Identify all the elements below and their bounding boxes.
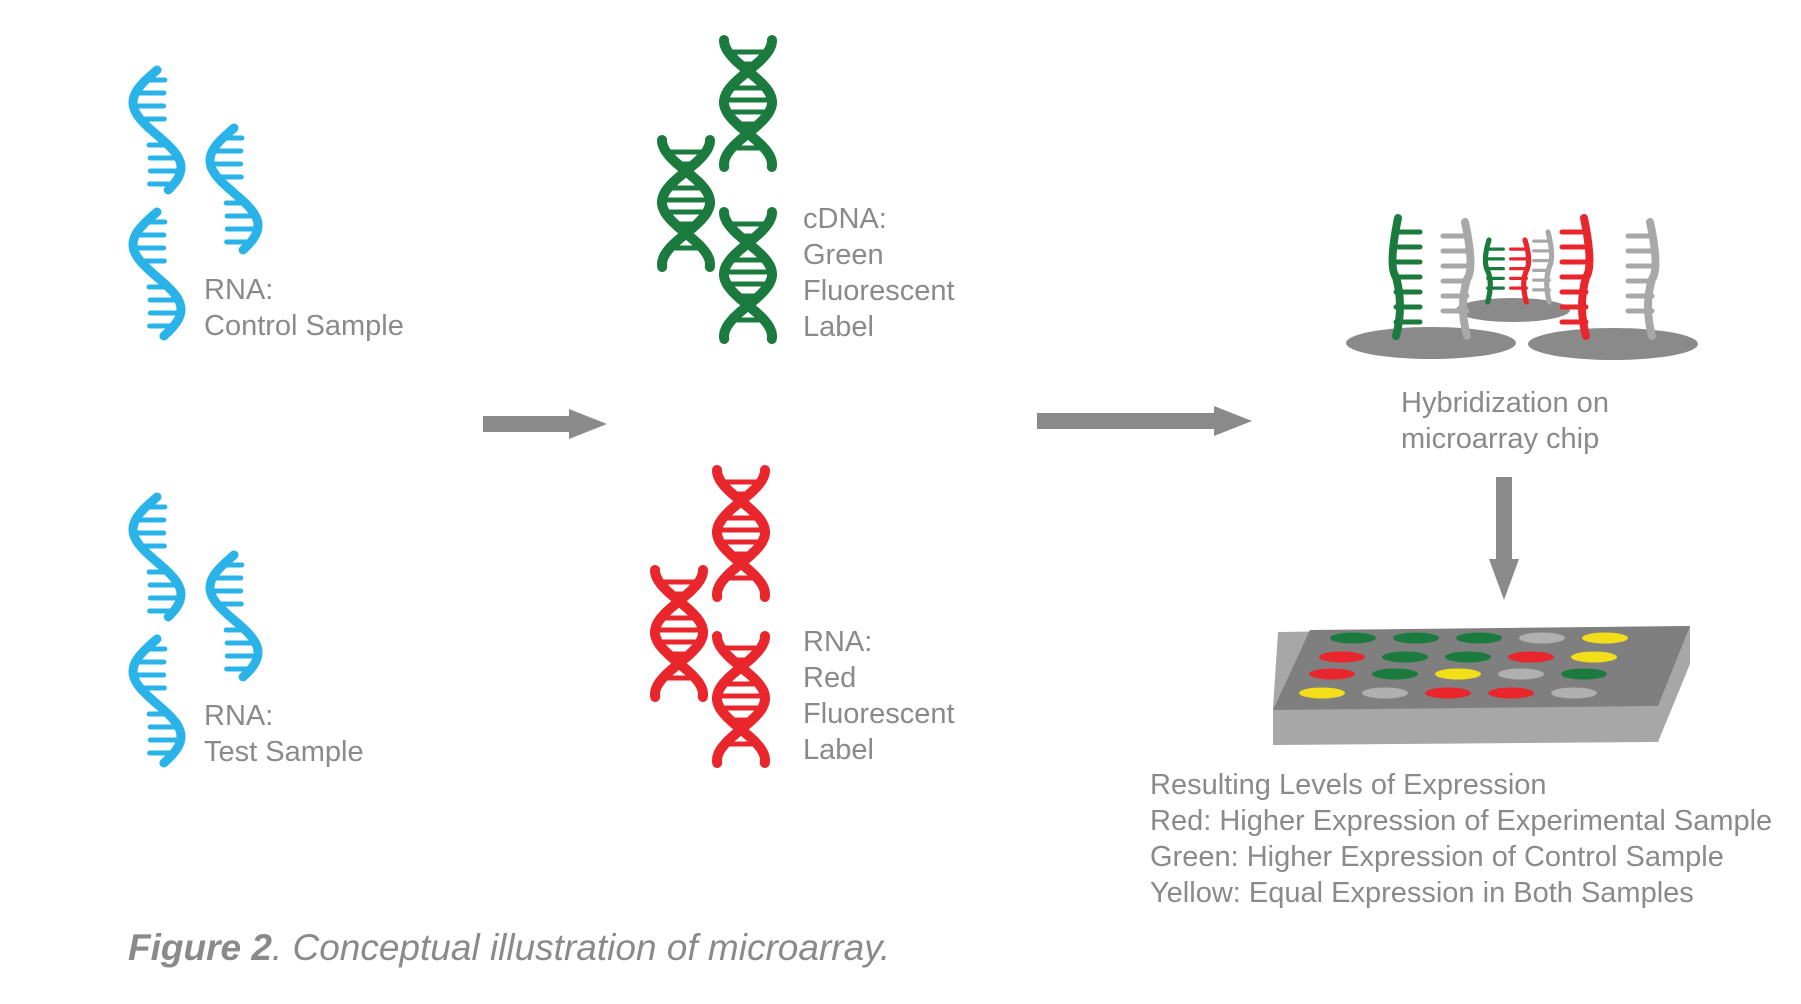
array-spot (1508, 651, 1554, 663)
arrow-to-results (1489, 477, 1519, 600)
array-spot (1372, 668, 1418, 680)
helix-group (128, 35, 778, 768)
arrow-to-labeling (483, 409, 607, 439)
green-dna-helix-2 (656, 135, 716, 272)
probe-gray-strand-2 (1625, 218, 1660, 340)
rna-red-label: RNA: Red Fluorescent Label (803, 626, 955, 766)
green-dna-helix-3 (718, 207, 778, 344)
chip-spot-left (1346, 327, 1516, 359)
rna-control-strand-1 (128, 65, 186, 195)
array-spot (1393, 632, 1439, 644)
arrow-group (483, 406, 1519, 600)
array-spot (1435, 668, 1481, 680)
probe-green-strand (1388, 214, 1423, 340)
array-spot (1561, 668, 1607, 680)
array-spot (1445, 651, 1491, 663)
red-dna-helix-1 (711, 465, 771, 602)
red-dna-helix-2 (649, 565, 709, 702)
array-spot (1425, 687, 1471, 699)
red-dna-helix-3 (711, 631, 771, 768)
probe-green-small-strand (1482, 237, 1505, 305)
green-dna-helix-1 (718, 35, 778, 172)
chip-spot-right (1528, 328, 1698, 360)
probe-red-strand (1559, 214, 1594, 340)
arrow-to-hybridization (1037, 406, 1252, 436)
chip-spot-back (1456, 298, 1570, 322)
control-sample-label: RNA: Control Sample (204, 274, 404, 342)
array-spot (1519, 632, 1565, 644)
test-sample-label: RNA: Test Sample (204, 700, 364, 768)
array-spot (1456, 632, 1502, 644)
probe-gray-strand-1 (1440, 218, 1475, 340)
array-spot (1551, 687, 1597, 699)
array-spot (1488, 687, 1534, 699)
array-spot (1582, 632, 1628, 644)
array-spot (1382, 651, 1428, 663)
cdna-green-label: cDNA: Green Fluorescent Label (803, 203, 955, 343)
array-spot (1309, 668, 1355, 680)
microarray-chip (1273, 626, 1690, 745)
figure-caption-text: . Conceptual illustration of microarray. (271, 927, 891, 968)
hybridization-probes (1346, 214, 1698, 360)
rna-test-strand-3 (128, 634, 186, 768)
rna-control-strand-2 (205, 123, 263, 255)
rna-control-strand-3 (128, 207, 186, 341)
figure-caption: Figure 2. Conceptual illustration of mic… (128, 927, 890, 969)
array-spot (1362, 687, 1408, 699)
hybridization-label: Hybridization on microarray chip (1401, 387, 1609, 455)
array-spot (1498, 668, 1544, 680)
array-spot (1330, 632, 1376, 644)
results-legend: Resulting Levels of Expression Red: High… (1150, 769, 1773, 909)
probe-red-small-strand (1509, 237, 1532, 305)
rna-test-strand-1 (128, 492, 186, 622)
rna-test-strand-2 (205, 550, 263, 682)
array-spot (1299, 687, 1345, 699)
figure-number: Figure 2 (128, 927, 272, 968)
array-spot (1319, 651, 1365, 663)
probe-gray-small-strand (1532, 229, 1555, 305)
array-spot (1571, 651, 1617, 663)
